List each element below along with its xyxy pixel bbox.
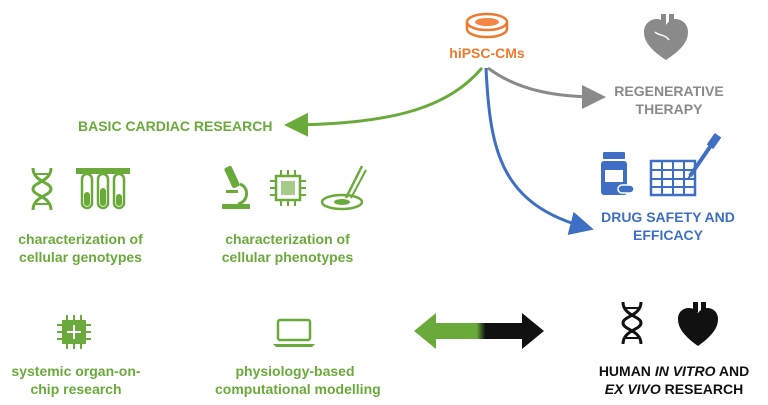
- basic-item-computational: physiology-based computational modelling: [215, 362, 381, 398]
- human-line2-post: RESEARCH: [660, 381, 744, 397]
- drug-line2: EFFICACY: [633, 227, 703, 243]
- organ-chip-icon: [57, 315, 91, 349]
- human-line2: EX VIVO RESEARCH: [580, 380, 768, 398]
- laptop-icon: [273, 318, 315, 347]
- human-heart-icon: [678, 302, 718, 346]
- arrow-to-basic-research: [284, 67, 484, 137]
- organ-chip-line2: chip research: [30, 381, 122, 397]
- organ-chip-line1: systemic organ-on-: [11, 363, 141, 379]
- basic-item-genotypes: characterization of cellular genotypes: [8, 230, 153, 266]
- basic-item-organ-chip: systemic organ-on- chip research: [6, 362, 146, 398]
- source-label: hiPSC-CMs: [449, 45, 525, 61]
- human-line1-pre: HUMAN: [598, 363, 655, 379]
- genotypes-line2: cellular genotypes: [19, 249, 142, 265]
- human-line1-post: AND: [715, 363, 750, 379]
- regenerative-line1: REGENERATIVE: [614, 83, 724, 99]
- patch-clamp-dish-icon: [320, 165, 367, 211]
- double-arrow-icon: [414, 313, 544, 349]
- pipette-icon: [687, 132, 722, 180]
- pill-bottle-icon: [601, 152, 635, 195]
- human-line1-em: IN VITRO: [654, 363, 716, 379]
- test-tubes-icon: [76, 168, 130, 210]
- dna-icon: [31, 167, 53, 211]
- chip-icon: [270, 170, 306, 206]
- regenerative-line2: THERAPY: [635, 101, 703, 117]
- human-line1: HUMAN IN VITRO AND: [580, 362, 768, 380]
- arrow-to-drug-safety: [484, 67, 594, 236]
- basic-item-phenotypes: characterization of cellular phenotypes: [210, 230, 365, 266]
- drug-safety-label: DRUG SAFETY AND EFFICACY: [588, 208, 748, 244]
- heart-icon: [644, 14, 688, 60]
- human-line2-em: EX VIVO: [604, 381, 661, 397]
- well-plate-icon: [649, 159, 697, 197]
- microscope-icon: [222, 165, 250, 209]
- computational-line1: physiology-based: [235, 363, 355, 379]
- genotypes-line1: characterization of: [18, 231, 143, 247]
- arrow-to-regenerative: [487, 66, 606, 109]
- petri-dish-icon: [465, 12, 509, 39]
- phenotypes-line2: cellular phenotypes: [221, 249, 354, 265]
- drug-line1: DRUG SAFETY AND: [601, 209, 735, 225]
- computational-line2: computational modelling: [215, 381, 381, 397]
- dna-icon: [621, 301, 643, 345]
- basic-research-label: BASIC CARDIAC RESEARCH: [78, 118, 273, 134]
- regenerative-label: REGENERATIVE THERAPY: [606, 82, 732, 118]
- phenotypes-line1: characterization of: [225, 231, 350, 247]
- human-research-label: HUMAN IN VITRO AND EX VIVO RESEARCH: [580, 362, 768, 398]
